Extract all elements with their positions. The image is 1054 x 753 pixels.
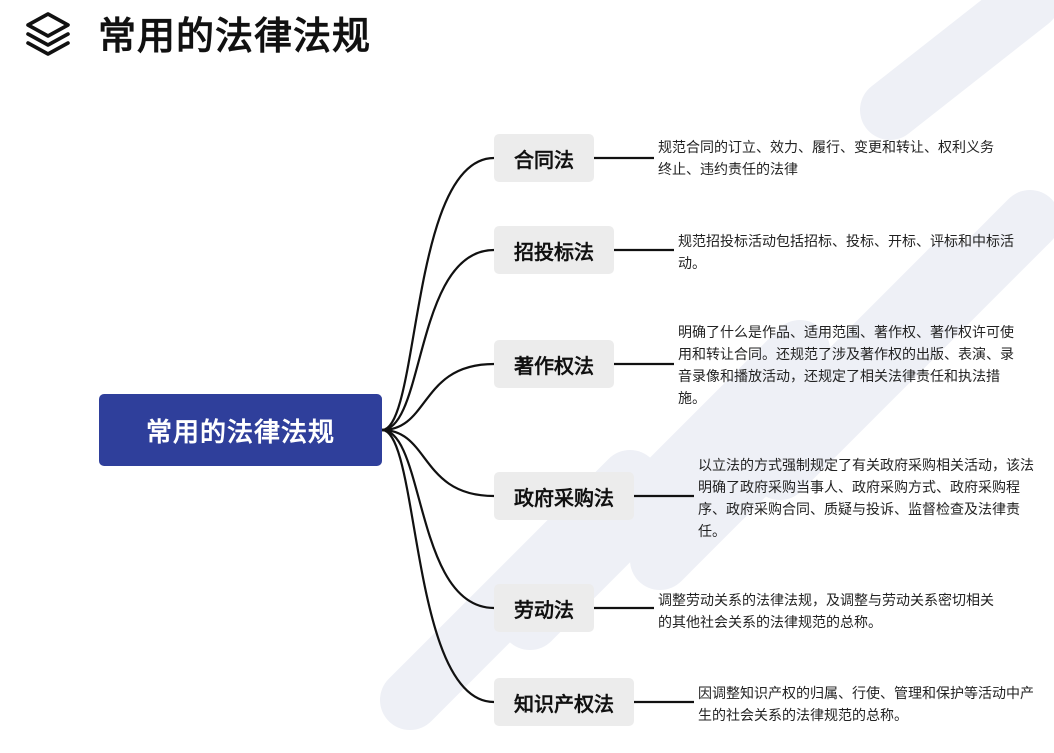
- branch-description-ip-law: 因调整知识产权的归属、行使、管理和保护等活动中产生的社会关系的法律规范的总称。: [698, 686, 1034, 724]
- root-node: 常用的法律法规: [99, 394, 382, 466]
- branch-description-copyright-law: 明确了什么是作品、适用范围、著作权、著作权许可使用和转让合同。还规范了涉及著作权…: [678, 325, 1014, 407]
- branch-node-ip-law: 知识产权法: [494, 678, 634, 726]
- branch-node-procurement-law: 政府采购法: [494, 472, 634, 520]
- layers-icon: [26, 12, 70, 56]
- branch-node-labor-law: 劳动法: [494, 584, 594, 632]
- connector-root-4: [381, 428, 495, 498]
- connector-root-2: [381, 248, 495, 432]
- branch-node-copyright-law: 著作权法: [494, 340, 614, 388]
- connector-root-1: [381, 156, 495, 432]
- page-title: 常用的法律法规: [98, 14, 372, 58]
- connector-root-3: [381, 362, 495, 432]
- connector-root-5: [381, 428, 495, 610]
- branch-node-contract-law: 合同法: [494, 134, 594, 182]
- branch-description-bidding-law: 规范招投标活动包括招标、投标、开标、评标和中标活动。: [678, 234, 1014, 272]
- branch-node-bidding-law: 招投标法: [494, 226, 614, 274]
- branch-description-labor-law: 调整劳动关系的法律法规，及调整与劳动关系密切相关的其他社会关系的法律规范的总称。: [658, 593, 994, 631]
- connector-root-6: [381, 428, 495, 704]
- branch-description-contract-law: 规范合同的订立、效力、履行、变更和转让、权利义务终止、违约责任的法律: [658, 140, 994, 178]
- branch-description-procurement-law: 以立法的方式强制规定了有关政府采购相关活动，该法明确了政府采购当事人、政府采购方…: [698, 458, 1034, 540]
